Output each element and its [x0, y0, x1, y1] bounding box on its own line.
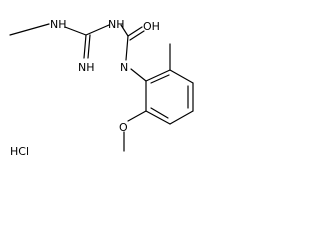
atom-label-nh-urea: NH — [108, 18, 125, 31]
bond-ring-omethoxy — [127, 110, 147, 122]
atom-label-o-methoxy: O — [119, 121, 128, 134]
ring-bond-5 — [145, 110, 171, 125]
bond-ccarb-oh-b — [129, 30, 145, 41]
structure-canvas: NH NH OH NH N O HCl — [0, 0, 203, 170]
ring-inner-1 — [150, 74, 170, 84]
bond-naryl-ring — [130, 68, 147, 82]
ring-bond-1 — [145, 69, 171, 82]
bond-cguan-imine-a — [83, 34, 87, 59]
bond-nhurea-ccarb — [120, 24, 129, 37]
atom-label-n-aryl: N — [120, 61, 128, 74]
ring-bond-4 — [169, 110, 194, 125]
salt-label: HCl — [10, 145, 29, 158]
bond-cguan-nhurea — [85, 24, 110, 36]
bond-ccarb-naryl — [125, 35, 129, 61]
atom-label-oh: OH — [143, 20, 160, 33]
bond-nh-cguan — [64, 26, 87, 36]
ring-inner-3 — [150, 107, 169, 119]
atom-label-imine: NH — [78, 61, 95, 74]
bond-ccarb-oh-a — [127, 26, 143, 37]
chemical-structure: NH NH OH NH N O HCl — [9, 18, 194, 158]
bond-methyl-nh — [9, 23, 50, 36]
bond-cguan-imine-b — [87, 34, 91, 59]
ring-bond-2 — [169, 69, 194, 84]
atom-label-nh-methyl: NH — [50, 18, 67, 31]
